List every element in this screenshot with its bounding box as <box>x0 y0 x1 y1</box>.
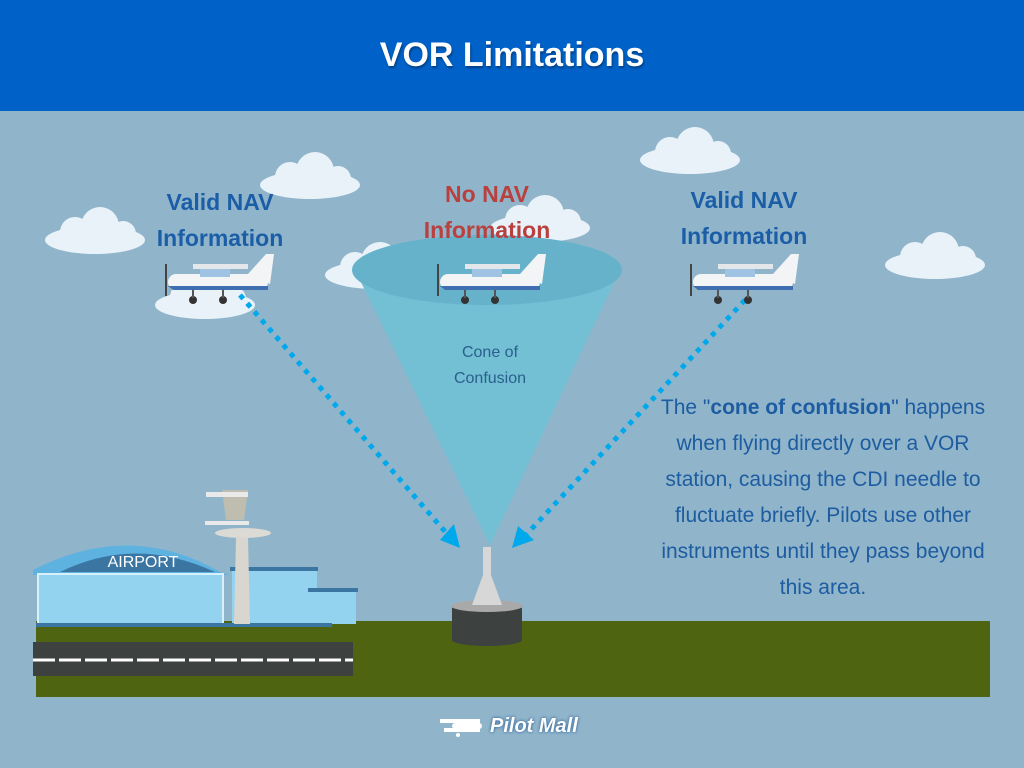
airport-sign: AIRPORT <box>108 554 179 571</box>
scene-illustration: AIRPORT <box>33 127 990 697</box>
explanation-text: The "cone of confusion" happens when fly… <box>648 390 998 606</box>
label-valid-left: Valid NAV Information <box>140 184 300 256</box>
label-valid-right: Valid NAV Information <box>664 182 824 254</box>
signal-path-left <box>238 293 460 548</box>
page-title: VOR Limitations <box>379 36 645 74</box>
cone-of-confusion <box>355 270 620 545</box>
label-line: Information <box>156 225 284 251</box>
label-line: Valid NAV <box>690 187 798 213</box>
label-line: Valid NAV <box>166 189 274 215</box>
vor-station-icon <box>451 547 523 646</box>
header-bar: VOR Limitations <box>0 0 1024 111</box>
explanation-bold: cone of confusion <box>710 396 892 419</box>
cone-label-line: Confusion <box>453 370 527 387</box>
explanation-after: " happens when flying directly over a VO… <box>661 396 986 599</box>
label-line: No NAV <box>445 181 529 207</box>
explanation-before: The " <box>660 396 711 419</box>
pilot-mall-logo: Pilot Mall <box>438 715 578 738</box>
label-line: Information <box>423 217 551 243</box>
label-line: Information <box>680 223 808 249</box>
biplane-icon <box>440 718 482 737</box>
signal-path-right <box>512 298 747 548</box>
cone-label-line: Cone of <box>461 344 519 361</box>
cone-label: Cone of Confusion <box>430 340 550 392</box>
label-no-nav: No NAV Information <box>407 176 567 248</box>
airport-terminal-icon <box>33 490 358 627</box>
logo-text: Pilot Mall <box>490 715 578 737</box>
